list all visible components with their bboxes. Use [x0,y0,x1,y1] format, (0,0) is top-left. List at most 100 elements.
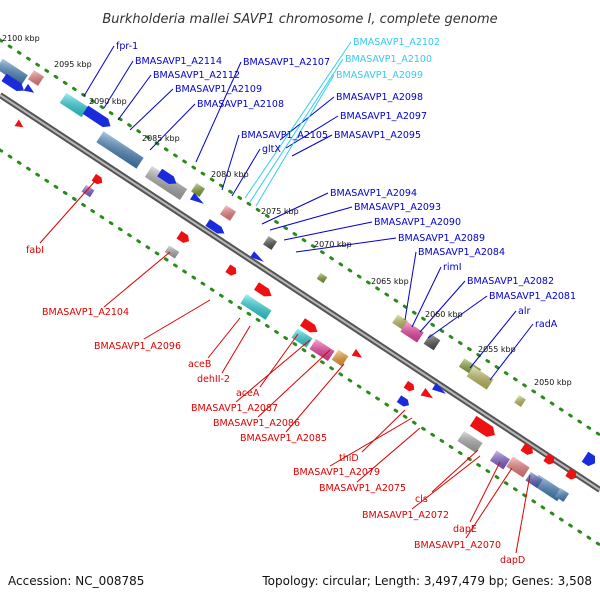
gene-feature[interactable] [0,58,28,86]
gene-feature[interactable] [469,415,498,440]
gene-label-a2084[interactable]: BMASAVP1_A2084 [418,247,505,258]
gene-feature[interactable] [309,338,335,362]
gene-label-a2087[interactable]: BMASAVP1_A2087 [191,403,278,414]
leader-line [419,280,466,333]
gene-label-fabI[interactable]: fabI [26,245,44,256]
gene-feature[interactable] [82,105,114,131]
gene-feature[interactable] [400,321,424,343]
gene-label-a2079[interactable]: BMASAVP1_A2079 [293,467,380,478]
gene-feature[interactable] [144,166,188,200]
gene-feature[interactable] [506,456,530,478]
leader-line [117,74,152,121]
gene-feature[interactable] [157,168,179,188]
gene-label-aceA[interactable]: aceA [236,388,260,399]
gene-label-a2089[interactable]: BMASAVP1_A2089 [398,233,485,244]
leader-line [83,45,115,97]
gene-label-a2114[interactable]: BMASAVP1_A2114 [135,56,222,67]
gene-feature[interactable] [14,119,25,130]
gene-label-dehII-2[interactable]: dehII-2 [197,374,230,385]
gene-label-fpr-1[interactable]: fpr-1 [116,41,138,52]
gene-feature[interactable] [555,488,569,502]
gene-feature[interactable] [225,264,238,277]
leader-line [249,58,344,203]
gene-label-dapE[interactable]: dapE [453,524,477,535]
gene-label-a2095[interactable]: BMASAVP1_A2095 [334,130,421,141]
gene-feature[interactable] [581,451,599,469]
gene-feature[interactable] [263,236,277,250]
gene-feature[interactable] [520,442,536,457]
gene-label-gltX[interactable]: gltX [262,144,281,155]
leader-line [244,41,352,199]
gene-feature[interactable] [219,205,237,221]
gene-label-a2108[interactable]: BMASAVP1_A2108 [197,99,284,110]
leader-line [489,323,534,381]
gene-label-a2098[interactable]: BMASAVP1_A2098 [336,92,423,103]
leader-line [257,349,331,418]
gene-label-rimI[interactable]: rimI [443,262,462,273]
gene-feature[interactable] [423,333,441,351]
gene-feature[interactable] [331,349,349,367]
gene-label-a2070[interactable]: BMASAVP1_A2070 [414,540,501,551]
gene-feature[interactable] [396,395,411,408]
gene-label-a2102[interactable]: BMASAVP1_A2102 [353,37,440,48]
gene-feature[interactable] [457,430,483,454]
gene-feature[interactable] [205,219,226,237]
gene-feature[interactable] [392,314,408,330]
gene-feature[interactable] [176,230,192,245]
gene-feature[interactable] [27,70,45,86]
gene-label-a2085[interactable]: BMASAVP1_A2085 [240,433,327,444]
gene-label-cls[interactable]: cls [415,494,428,505]
gene-feature[interactable] [250,251,266,265]
gene-label-a2107[interactable]: BMASAVP1_A2107 [243,57,330,68]
gene-feature[interactable] [23,83,37,96]
gene-label-alr[interactable]: alr [518,306,530,317]
leader-line [231,148,261,197]
gene-label-a2109[interactable]: BMASAVP1_A2109 [175,84,262,95]
gene-label-radA[interactable]: radA [535,319,558,330]
gene-label-a2099[interactable]: BMASAVP1_A2099 [336,70,423,81]
leader-line [129,88,174,131]
gene-label-a2081[interactable]: BMASAVP1_A2081 [489,291,576,302]
gene-label-thiD[interactable]: thiD [339,453,359,464]
gene-feature[interactable] [240,294,272,320]
gene-feature[interactable] [1,73,27,95]
gene-feature[interactable] [254,282,274,299]
gene-feature[interactable] [490,450,510,470]
gene-label-a2090[interactable]: BMASAVP1_A2090 [374,217,461,228]
gene-label-a2096[interactable]: BMASAVP1_A2096 [94,341,181,352]
leader-line [39,179,97,244]
gene-feature[interactable] [316,272,328,284]
gene-feature[interactable] [514,395,526,407]
gene-label-a2097[interactable]: BMASAVP1_A2097 [340,111,427,122]
gene-label-a2082[interactable]: BMASAVP1_A2082 [467,276,554,287]
gene-label-dapD[interactable]: dapD [500,555,525,566]
gene-label-a2105[interactable]: BMASAVP1_A2105 [241,130,328,141]
gene-feature[interactable] [543,453,556,466]
gene-label-a2072[interactable]: BMASAVP1_A2072 [362,510,449,521]
gene-feature[interactable] [96,131,144,169]
leader-line [465,467,513,539]
gene-feature[interactable] [91,173,105,186]
gene-feature[interactable] [59,92,89,118]
accession: Accession: NC_008785 [8,574,144,588]
leader-line [103,251,171,308]
gene-label-aceB[interactable]: aceB [188,359,211,370]
gene-feature[interactable] [81,184,95,198]
gene-label-a2112[interactable]: BMASAVP1_A2112 [153,70,240,81]
leader-line [255,74,335,207]
gene-label-a2104[interactable]: BMASAVP1_A2104 [42,307,129,318]
gene-feature[interactable] [164,245,180,259]
gene-label-a2094[interactable]: BMASAVP1_A2094 [330,188,417,199]
gene-feature[interactable] [351,348,365,361]
gene-feature[interactable] [300,318,320,335]
gene-feature[interactable] [403,380,417,393]
gene-label-a2086[interactable]: BMASAVP1_A2086 [213,418,300,429]
gene-feature[interactable] [431,382,448,397]
gene-feature[interactable] [189,192,206,207]
gene-feature[interactable] [420,387,436,402]
gene-feature[interactable] [466,366,494,390]
gene-label-a2075[interactable]: BMASAVP1_A2075 [319,483,406,494]
gene-feature[interactable] [565,468,578,481]
gene-label-a2093[interactable]: BMASAVP1_A2093 [354,202,441,213]
gene-label-a2100[interactable]: BMASAVP1_A2100 [345,54,432,65]
